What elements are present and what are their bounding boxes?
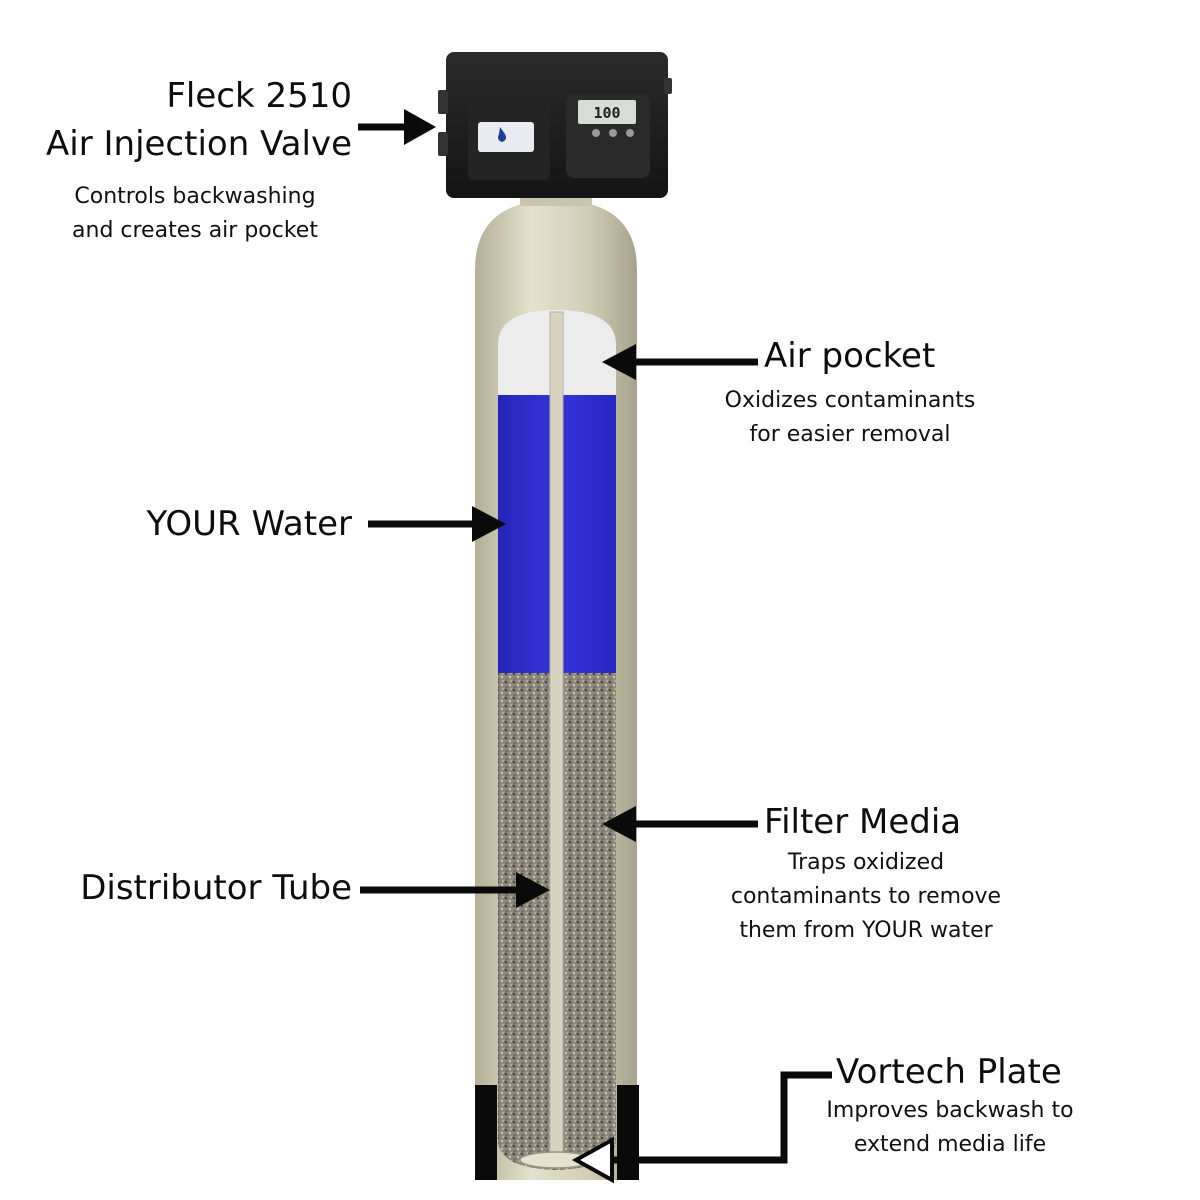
arrow-your-water: [368, 506, 506, 542]
arrow-valve: [358, 109, 436, 145]
valve-display-text: 100: [593, 104, 620, 122]
filter-media-title: Filter Media: [764, 802, 962, 842]
vortech-desc-line2: extend media life: [853, 1132, 1047, 1157]
filter-media-desc-line3: them from YOUR water: [739, 918, 993, 943]
filter-media-desc-line1: Traps oxidized: [787, 850, 945, 875]
valve-title-line1: Fleck 2510: [166, 76, 352, 116]
valve-desc-line2: and creates air pocket: [72, 218, 318, 243]
air-pocket-desc-line1: Oxidizes contaminants: [724, 388, 976, 413]
tank-base-left: [475, 1085, 497, 1180]
filter-media-desc-line2: contaminants to remove: [730, 884, 1002, 909]
valve-desc-line1: Controls backwashing: [74, 184, 316, 209]
tank-base-right: [617, 1085, 639, 1180]
valve-head: [438, 52, 672, 198]
vortech-desc-line1: Improves backwash to: [826, 1098, 1074, 1123]
distributor-tube: [549, 311, 564, 1165]
valve-title-line2: Air Injection Valve: [46, 124, 352, 164]
arrow-filter-media: [602, 806, 758, 842]
arrow-air-pocket: [602, 344, 758, 380]
vortech-plate-title: Vortech Plate: [836, 1052, 1062, 1092]
arrow-vortech: [571, 1071, 832, 1184]
arrow-distributor: [360, 872, 550, 908]
distributor-tube-title: Distributor Tube: [80, 868, 352, 908]
air-pocket-desc-line2: for easier removal: [749, 422, 951, 447]
your-water-title: YOUR Water: [146, 504, 353, 544]
air-pocket-title: Air pocket: [764, 336, 936, 376]
